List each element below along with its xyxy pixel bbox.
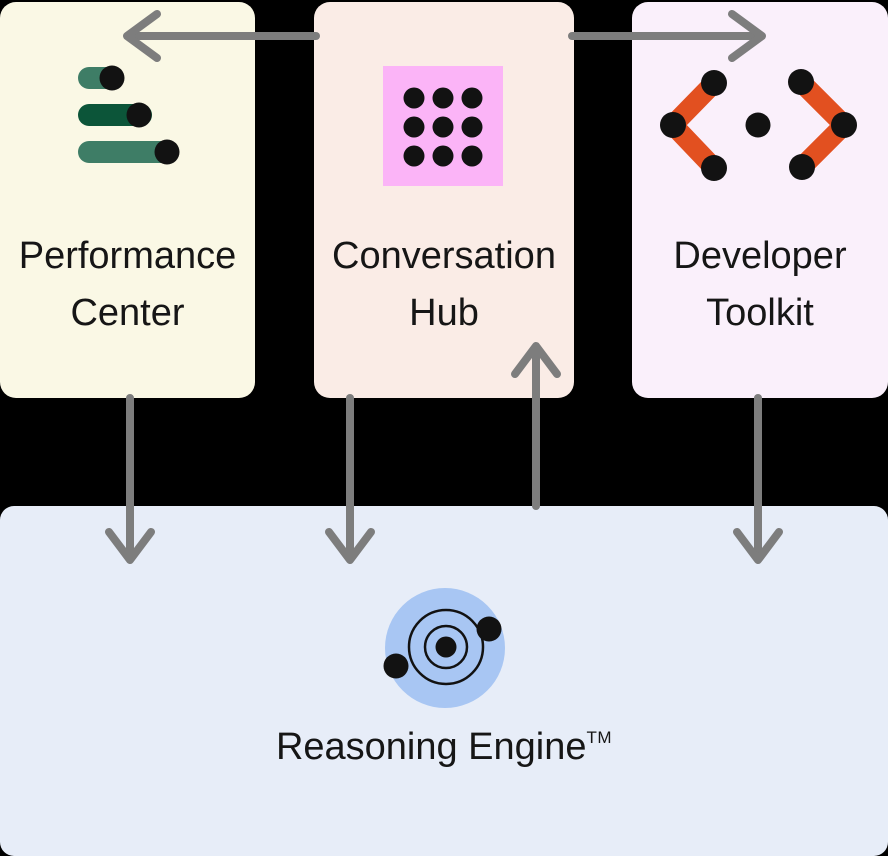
label-line-2: Center: [70, 292, 185, 334]
performance-center-label: Performance Center: [0, 228, 255, 342]
reasoning-engine-panel: [0, 506, 888, 856]
card-conversation-hub: Conversation Hub: [314, 2, 574, 398]
reasoning-engine-label: Reasoning EngineTM: [0, 726, 888, 769]
label-line-1: Performance: [18, 235, 237, 277]
trademark-superscript: TM: [586, 728, 613, 748]
card-performance-center: Performance Center: [0, 2, 255, 398]
developer-toolkit-label: Developer Toolkit: [632, 228, 888, 342]
label-line-2: Toolkit: [706, 292, 814, 334]
label-line-2: Hub: [409, 292, 479, 334]
label-line-1: Developer: [673, 235, 847, 277]
conversation-hub-label: Conversation Hub: [314, 228, 574, 342]
engine-label-text: Reasoning Engine: [275, 726, 587, 768]
label-line-1: Conversation: [332, 235, 556, 277]
card-developer-toolkit: Developer Toolkit: [632, 2, 888, 398]
